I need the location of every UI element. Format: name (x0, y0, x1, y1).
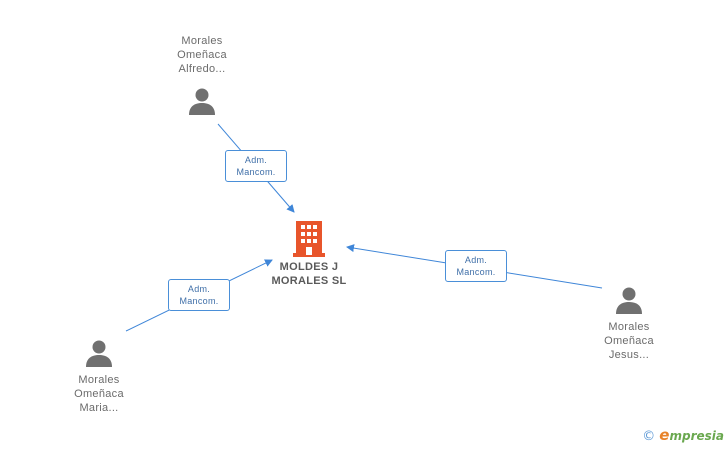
person-name-line: Omeñaca (604, 335, 654, 347)
person-name-line: Morales (181, 35, 223, 47)
person-icon (86, 340, 112, 367)
company-name-line: MOLDES J (279, 261, 339, 273)
person-node-maria[interactable]: Morales Omeñaca Maria... (44, 338, 154, 415)
logo-letter-e: e (659, 426, 670, 444)
company-name-line: MORALES SL (271, 275, 347, 287)
person-name-line: Morales (78, 374, 120, 386)
person-name-line: Jesus... (608, 349, 650, 361)
person-name-line: Morales (608, 321, 650, 333)
role-badge-top: Adm. Mancom. (225, 150, 287, 182)
person-icon (616, 287, 642, 314)
logo-text: mpresia (669, 429, 724, 443)
copyright-symbol: © (642, 429, 656, 444)
role-label: Mancom. (236, 167, 276, 177)
role-badge-right: Adm. Mancom. (445, 250, 507, 282)
person-node-alfredo[interactable]: Morales Omeñaca Alfredo... (147, 34, 257, 116)
person-name-line: Omeñaca (74, 388, 124, 400)
person-icon (189, 88, 215, 115)
role-label: Adm. (244, 155, 268, 165)
role-badge-left: Adm. Mancom. (168, 279, 230, 311)
empresia-logo: ©empresia (642, 426, 724, 444)
person-name-line: Alfredo... (178, 63, 226, 75)
company-node[interactable]: MOLDES J MORALES SL (259, 221, 359, 288)
person-node-jesus[interactable]: Morales Omeñaca Jesus... (574, 285, 684, 362)
role-label: Mancom. (179, 296, 219, 306)
person-name-line: Omeñaca (177, 49, 227, 61)
building-icon (293, 221, 325, 257)
person-name-line: Maria... (79, 402, 119, 414)
role-label: Adm. (187, 284, 211, 294)
role-label: Mancom. (456, 267, 496, 277)
role-label: Adm. (464, 255, 488, 265)
